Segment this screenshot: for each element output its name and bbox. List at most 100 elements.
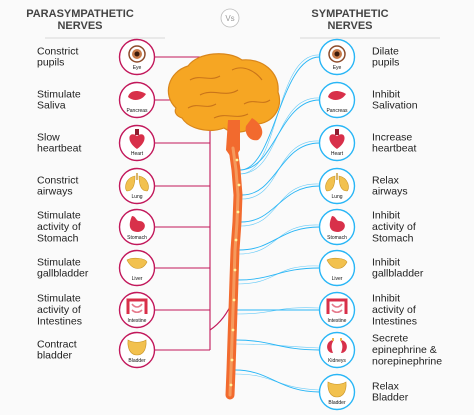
sympathetic-organ-node: Stomach — [318, 208, 356, 246]
sympathetic-label-line: Dilate — [372, 45, 399, 57]
parasympathetic-label-line: Stimulate — [37, 256, 81, 268]
sympathetic-line — [239, 97, 320, 175]
parasympathetic-organ-node: Eye — [118, 38, 156, 76]
parasympathetic-label-line: Constrict — [37, 45, 79, 57]
spinal-ganglion — [236, 210, 240, 214]
organ-tag: Stomach — [327, 235, 347, 241]
brain-fold — [231, 67, 263, 81]
intestine-icon — [326, 298, 348, 314]
heart-icon — [329, 129, 345, 149]
pancreas-icon — [128, 90, 146, 101]
sympathetic-label-line: Inhibit — [372, 210, 400, 222]
parasympathetic-label-line: Contract — [37, 338, 77, 350]
parasympathetic-title: NERVES — [57, 20, 102, 32]
sympathetic-label-line: Relax — [372, 174, 400, 186]
parasympathetic-label-line: Constrict — [37, 174, 79, 186]
brain-fold — [213, 113, 249, 119]
sympathetic-label-line: pupils — [372, 57, 399, 69]
organ-tag: Eye — [133, 65, 142, 71]
sympathetic-label-line: Stomach — [372, 232, 414, 244]
organ-tag: Eye — [333, 65, 342, 71]
sympathetic-line — [238, 224, 320, 255]
parasympathetic-organ-node: Intestine — [118, 291, 156, 329]
sympathetic-line — [234, 369, 320, 393]
organ-tag: Heart — [331, 151, 344, 157]
parasympathetic-organ-node: Stomach — [118, 208, 156, 246]
sympathetic-organ-node: Pancreas — [318, 81, 356, 119]
sympathetic-organ-node: Liver — [318, 249, 356, 287]
sympathetic-organ-node: Intestine — [318, 291, 356, 329]
spinal-ganglion — [232, 298, 236, 302]
organ-node-ring — [318, 167, 356, 205]
brain-fold — [189, 75, 221, 81]
sympathetic-organ-node: Heart — [318, 124, 356, 162]
parasympathetic-label-line: Stimulate — [37, 210, 81, 222]
sympathetic-label-line: Salivation — [372, 100, 418, 112]
parasympathetic-label-line: Intestines — [37, 315, 82, 327]
parasympathetic-label-line: Stomach — [37, 232, 79, 244]
sympathetic-label-line: airways — [372, 186, 408, 198]
sympathetic-label-line: gallbladder — [372, 268, 424, 280]
bladder-icon — [327, 381, 347, 398]
sympathetic-line — [241, 140, 320, 200]
vs-badge — [220, 8, 240, 28]
spinal-ganglion — [230, 358, 234, 362]
brain-fold — [243, 99, 271, 105]
sympathetic-organ-node: Kidneys — [318, 331, 356, 369]
bladder-icon — [127, 339, 147, 356]
organ-tag: Liver — [132, 276, 143, 282]
spinal-ganglion — [234, 238, 238, 242]
parasympathetic-label-line: gallbladder — [37, 268, 89, 280]
organ-tag: Pancreas — [126, 108, 148, 114]
eye-icon — [328, 45, 346, 63]
parasympathetic-label-line: airways — [37, 186, 73, 198]
vs-label: Vs — [225, 14, 234, 23]
parasympathetic-organ-node: Pancreas — [118, 81, 156, 119]
organ-tag: Stomach — [127, 235, 147, 241]
brain-fold — [199, 89, 239, 96]
sympathetic-title: SYMPATHETIC — [311, 8, 388, 20]
sympathetic-label-line: Increase — [372, 131, 412, 143]
spinal-cord-highlight — [228, 146, 240, 397]
sympathetic-line — [238, 226, 320, 251]
parasympathetic-label-line: bladder — [37, 350, 73, 362]
parasympathetic-label-line: Stimulate — [37, 293, 81, 305]
sympathetic-line — [236, 307, 320, 315]
organ-tag: Lung — [331, 194, 342, 200]
organ-tag: Intestine — [328, 318, 347, 324]
parasympathetic-organ-node: Bladder — [118, 331, 156, 369]
sympathetic-label-line: epinephrine & — [372, 344, 437, 356]
sympathetic-label-line: Intestines — [372, 315, 417, 327]
lung-icon — [325, 173, 349, 192]
organ-nodes: EyePancreasHeartLungStomachLiverIntestin… — [118, 38, 356, 411]
spinal-ganglion — [233, 268, 237, 272]
organ-node-ring — [118, 81, 156, 119]
sympathetic-label-line: norepinephrine — [372, 355, 442, 367]
sympathetic-label-line: Inhibit — [372, 256, 400, 268]
sympathetic-line — [234, 373, 320, 391]
brain-and-spine — [167, 53, 281, 400]
sympathetic-label-line: activity of — [372, 304, 416, 316]
sympathetic-line — [240, 183, 320, 227]
lung-icon — [125, 173, 149, 192]
organ-tag: Lung — [131, 194, 142, 200]
organ-node-ring — [118, 167, 156, 205]
sympathetic-organ-node: Eye — [318, 38, 356, 76]
spinal-ganglion — [237, 183, 241, 187]
labels: PARASYMPATHETICNERVESSYMPATHETICNERVESVs… — [26, 8, 442, 404]
